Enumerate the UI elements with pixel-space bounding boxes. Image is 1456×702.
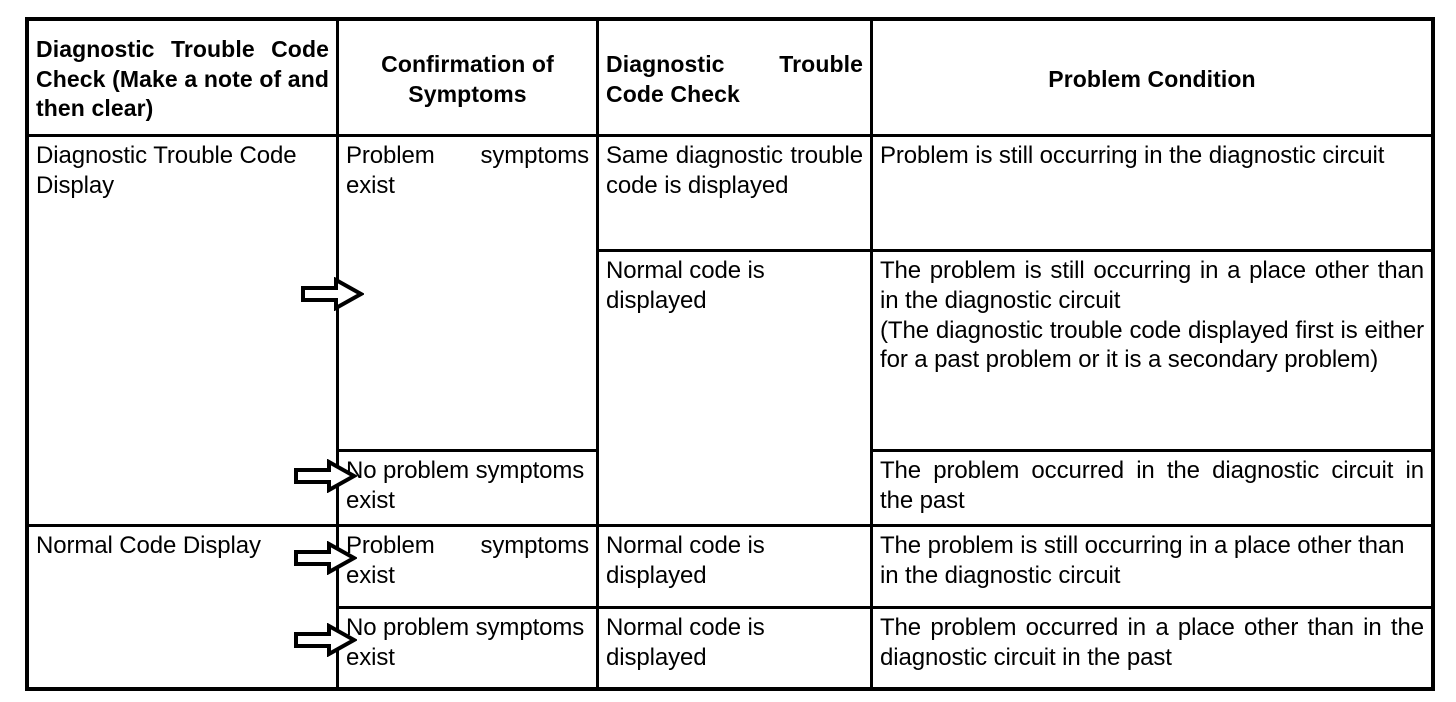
cell-col4-problem-still-occurring-diagnostic-circuit: Problem is still occurring in the diagno… <box>873 137 1431 249</box>
cell-col1-row1-text: Diagnostic Trouble Code Display <box>36 142 297 199</box>
right-arrow-outline-icon-3 <box>293 541 357 575</box>
cell-col4-row2-line1: The problem is still occurring in a plac… <box>880 257 1424 314</box>
cell-col4-row2-line2: (The diagnostic trouble code displayed f… <box>880 316 1424 374</box>
cell-col2-no-problem-symptoms-exist-1: No problem symptoms exist <box>339 452 596 524</box>
cell-col4-problem-other-place-with-note: The problem is still occurring in a plac… <box>873 252 1431 449</box>
header-col-diagnostic-trouble-code-check-clear: Diagnostic Trouble Code Check (Make a no… <box>29 21 336 134</box>
cell-col4-row4-text: The problem is still occurring in a plac… <box>880 532 1405 589</box>
cell-col4-row1-text: Problem is still occurring in the diagno… <box>880 142 1385 169</box>
row-divider-b-col2 <box>336 449 599 452</box>
cell-col3-row1-text: Same diagnostic trouble code is displaye… <box>606 142 863 199</box>
cell-col2-row4-text: No problem symptoms exist <box>346 614 585 671</box>
cell-col2-problem-symptoms-exist-1: Problem symptoms exist <box>339 137 596 449</box>
row-divider-d <box>336 606 1431 609</box>
cell-col3-normal-code-displayed-2: Normal code is displayed <box>599 527 870 606</box>
header-col1-text: Diagnostic Trouble Code Check (Make a no… <box>36 35 329 122</box>
cell-col1-diagnostic-trouble-code-display: Diagnostic Trouble Code Display <box>29 137 336 524</box>
diagnostic-trouble-code-table: Diagnostic Trouble Code Check (Make a no… <box>25 17 1435 691</box>
header-col4-text: Problem Condition <box>1048 65 1256 92</box>
cell-col4-problem-occurred-diagnostic-circuit-past: The problem occurred in the diagnostic c… <box>873 452 1431 524</box>
row-divider-c <box>29 524 1431 527</box>
cell-col3-row4-text: Normal code is displayed <box>606 614 765 671</box>
cell-col3-same-diagnostic-trouble-code-displayed: Same diagnostic trouble code is displaye… <box>599 137 870 249</box>
cell-col2-row3-text: Problem symptoms exist <box>346 532 589 589</box>
header-col-problem-condition: Problem Condition <box>873 21 1431 134</box>
cell-col4-row5-text: The problem occurred in a place other th… <box>880 614 1424 671</box>
cell-col3-normal-code-displayed-1: Normal code is displayed <box>599 252 870 524</box>
column-divider-2 <box>596 21 599 687</box>
cell-col2-no-problem-symptoms-exist-2: No problem symptoms exist <box>339 609 596 691</box>
cell-col1-row2-text: Normal Code Display <box>36 532 261 559</box>
row-divider-b-col4 <box>870 449 1431 452</box>
cell-col3-normal-code-displayed-3: Normal code is displayed <box>599 609 870 691</box>
cell-col4-row3-text: The problem occurred in the diagnostic c… <box>880 457 1424 514</box>
cell-col3-row3-text: Normal code is displayed <box>606 532 765 589</box>
row-divider-a <box>596 249 1431 252</box>
header-bottom-divider <box>29 134 1431 137</box>
header-col3-text: Diagnostic Trouble Code Check <box>606 50 863 107</box>
cell-col4-problem-still-occurring-other-place: The problem is still occurring in a plac… <box>873 527 1431 606</box>
column-divider-3 <box>870 21 873 687</box>
header-col-diagnostic-trouble-code-check: Diagnostic Trouble Code Check <box>599 21 870 134</box>
right-arrow-outline-icon-4 <box>293 623 357 657</box>
cell-col1-normal-code-display: Normal Code Display <box>29 527 336 691</box>
cell-col4-problem-occurred-other-place-past: The problem occurred in a place other th… <box>873 609 1431 691</box>
column-divider-1 <box>336 21 339 687</box>
cell-col2-row1-text: Problem symptoms exist <box>346 142 589 199</box>
right-arrow-outline-icon-2 <box>293 459 357 493</box>
cell-col3-row2-text: Normal code is displayed <box>606 257 765 314</box>
header-col-confirmation-of-symptoms: Confirmation of Symptoms <box>339 21 596 134</box>
header-col2-text: Confirmation of Symptoms <box>381 50 554 107</box>
cell-col2-row2-text: No problem symptoms exist <box>346 457 585 514</box>
cell-col2-problem-symptoms-exist-2: Problem symptoms exist <box>339 527 596 606</box>
right-arrow-outline-icon-1 <box>300 277 364 311</box>
